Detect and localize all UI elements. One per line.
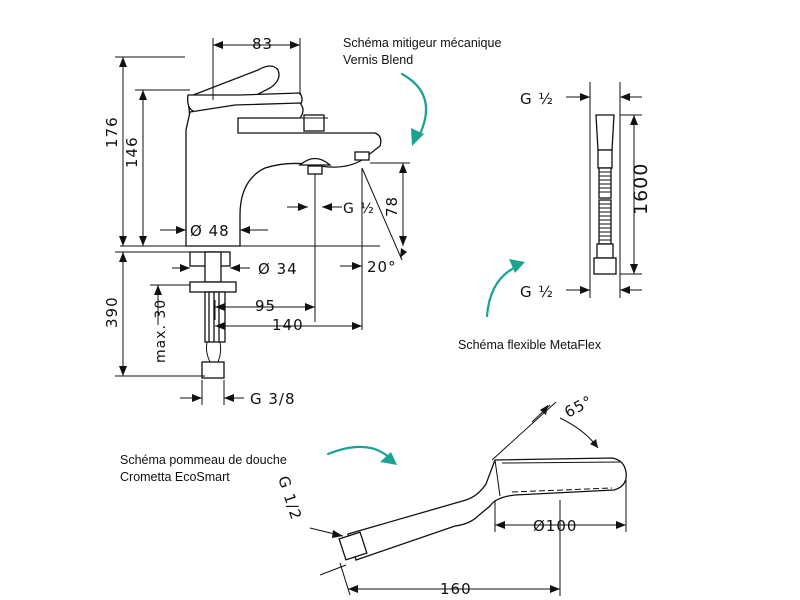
teal-arrow-shower [326,445,392,460]
dim-diameter-34: Ø 34 [258,260,298,278]
teal-arrow-hose [485,264,520,318]
dim-95: 95 [255,297,276,315]
mixer-drawing: 83 176 146 Ø 48 Ø 34 G ½ 78 [103,35,410,408]
dim-78: 78 [383,196,401,217]
shower-body [347,457,627,561]
hose-length: 1600 [630,163,652,215]
diverter-knob [303,114,325,132]
dim-angle-20: 20° [367,258,397,276]
shower-thread: G 1/2 [274,474,305,523]
dim-140: 140 [272,316,304,334]
dim-max-30: max. 30 [153,299,169,363]
dim-146: 146 [123,136,141,168]
hose-drawing: G ½ 1600 G ½ [520,82,652,301]
dim-spout-thread: G ½ [343,201,375,217]
caption-shower-line2: Crometta EcoSmart [120,470,230,484]
shower-drawing: G 1/2 65° Ø100 160 [274,392,627,598]
teal-arrow-mixer [400,72,428,140]
dim-diameter-48: Ø 48 [190,222,230,240]
caption-hose: Schéma flexible MetaFlex [458,338,602,352]
caption-shower-line1: Schéma pommeau de douche [120,453,287,467]
hose-thread-bottom: G ½ [520,283,554,301]
dim-390: 390 [103,296,121,328]
dim-83: 83 [252,35,273,53]
shower-angle: 65° [561,392,596,422]
shower-connector [338,531,368,561]
caption-mixer-line2: Vernis Blend [343,53,413,67]
mixer-body [185,102,382,247]
caption-mixer-line1: Schéma mitigeur mécanique [343,36,501,50]
dim-176: 176 [103,116,121,148]
dim-g38: G 3/8 [250,390,296,408]
hose-thread-top: G ½ [520,90,554,108]
shower-diameter: Ø100 [533,517,577,535]
mixer-connector [201,361,225,379]
shower-length: 160 [440,580,472,598]
